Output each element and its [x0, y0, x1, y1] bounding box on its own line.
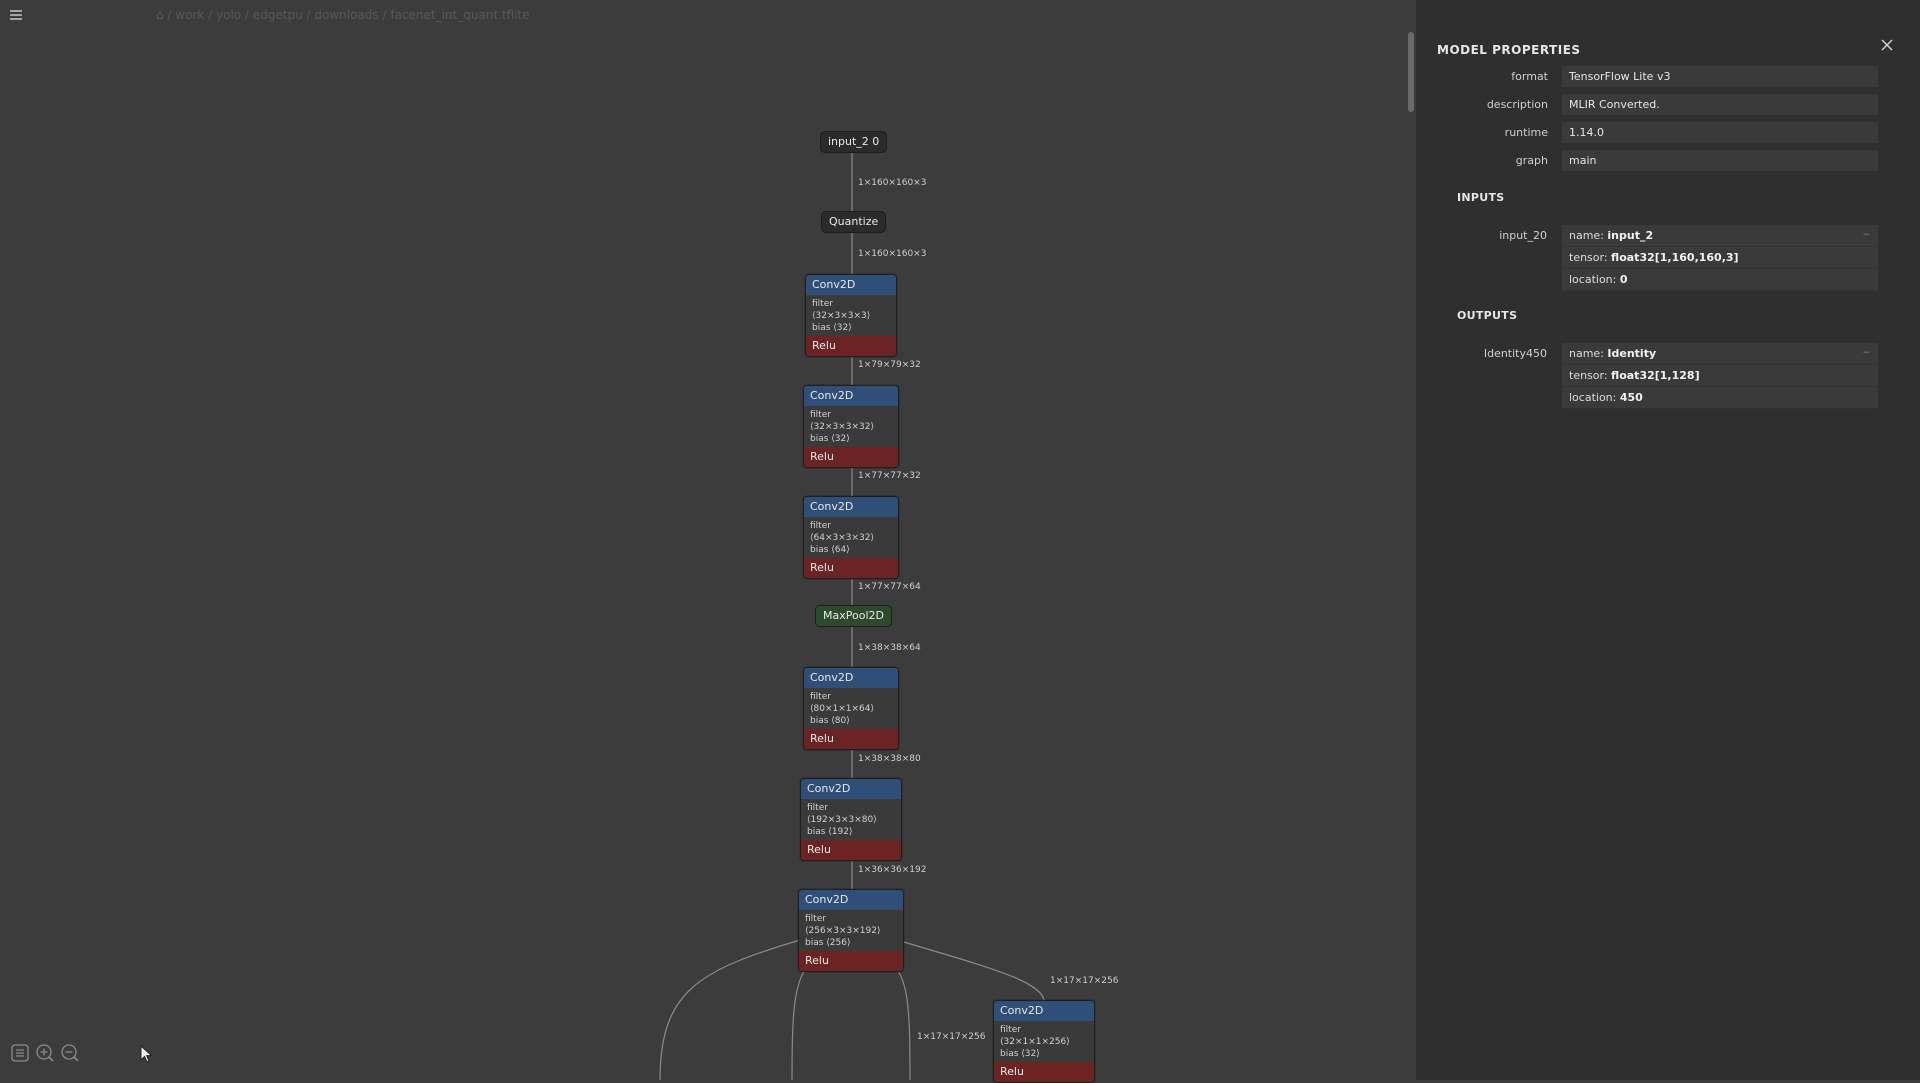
- hamburger-menu-icon[interactable]: [8, 7, 24, 23]
- edge-label: 1×77×77×64: [858, 582, 921, 592]
- model-properties-sidebar: MODEL PROPERTIES: [1416, 0, 1920, 1080]
- node-filter: filter ⟨32×1×1×256⟩: [1000, 1025, 1070, 1047]
- node-bias: bias ⟨32⟩: [810, 434, 850, 444]
- property-key: graph: [1515, 154, 1548, 167]
- node-conv2d[interactable]: Conv2D filter ⟨192×3×3×80⟩ bias ⟨192⟩ Re…: [800, 778, 902, 861]
- input-argument[interactable]: name: input_2 − tensor: float32[1,160,16…: [1562, 225, 1878, 291]
- arg-tensor-label: tensor:: [1569, 251, 1612, 264]
- node-conv2d[interactable]: Conv2D filter ⟨256×3×3×192⟩ bias ⟨256⟩ R…: [798, 889, 904, 972]
- node-filter: filter ⟨80×1×1×64⟩: [810, 692, 875, 714]
- node-bias: bias ⟨80⟩: [810, 716, 850, 726]
- arg-location-value: 0: [1619, 273, 1628, 286]
- property-value[interactable]: MLIR Converted.: [1562, 94, 1878, 115]
- edge-label: 1×160×160×3: [858, 178, 927, 188]
- node-bias: bias ⟨32⟩: [812, 323, 852, 333]
- node-filter: filter ⟨32×3×3×32⟩: [810, 410, 875, 432]
- output-key: Identity450: [1483, 347, 1547, 360]
- property-key: description: [1486, 98, 1548, 111]
- node-filter: filter ⟨256×3×3×192⟩: [805, 914, 881, 936]
- node-activation: Relu: [804, 447, 898, 467]
- property-key: runtime: [1504, 126, 1548, 139]
- node-bias: bias ⟨256⟩: [805, 938, 851, 948]
- file-path-title: ⌂ / work / yolo / edgetpu / downloads / …: [156, 8, 530, 22]
- node-conv2d[interactable]: Conv2D filter ⟨32×3×3×3⟩ bias ⟨32⟩ Relu: [805, 274, 897, 357]
- node-op-label: Conv2D: [806, 275, 896, 295]
- graph-toolbar: [10, 1043, 80, 1065]
- node-activation: Relu: [994, 1062, 1094, 1082]
- node-conv2d[interactable]: Conv2D filter ⟨32×1×1×256⟩ bias ⟨32⟩ Rel…: [993, 1000, 1095, 1083]
- collapse-icon[interactable]: −: [1862, 230, 1870, 240]
- sidebar-title: MODEL PROPERTIES: [1437, 43, 1581, 57]
- mouse-cursor-icon: [140, 1044, 153, 1063]
- node-maxpool-label: MaxPool2D: [823, 609, 884, 622]
- graph-scrollbar[interactable]: [1408, 32, 1414, 112]
- node-conv2d[interactable]: Conv2D filter ⟨64×3×3×32⟩ bias ⟨64⟩ Relu: [803, 496, 899, 579]
- node-input-label: input_2 0: [828, 135, 880, 148]
- edge-label: 1×79×79×32: [858, 360, 921, 370]
- node-filter: filter ⟨32×3×3×3⟩: [812, 299, 871, 321]
- edge-label: 1×77×77×32: [858, 471, 921, 481]
- node-activation: Relu: [799, 951, 903, 971]
- arg-name-label: name:: [1569, 347, 1608, 360]
- graph-canvas[interactable]: ⌂ / work / yolo / edgetpu / downloads / …: [0, 0, 1416, 1083]
- node-quantize[interactable]: Quantize: [821, 211, 887, 233]
- edge-label: 1×38×38×64: [858, 643, 921, 653]
- node-quantize-label: Quantize: [829, 215, 879, 228]
- arg-location-value: 450: [1619, 391, 1643, 404]
- collapse-icon[interactable]: −: [1862, 348, 1870, 358]
- node-bias: bias ⟨32⟩: [1000, 1049, 1040, 1059]
- property-row-graph: graph main: [1416, 150, 1920, 172]
- node-conv2d[interactable]: Conv2D filter ⟨32×3×3×32⟩ bias ⟨32⟩ Relu: [803, 385, 899, 468]
- arg-location-label: location:: [1569, 273, 1620, 286]
- node-op-label: Conv2D: [804, 497, 898, 517]
- node-activation: Relu: [804, 558, 898, 578]
- edge-label: 1×17×17×256: [917, 1032, 986, 1042]
- edge-label: 1×160×160×3: [858, 249, 927, 259]
- close-icon[interactable]: [1880, 38, 1894, 52]
- node-op-label: Conv2D: [804, 386, 898, 406]
- arg-location-label: location:: [1569, 391, 1620, 404]
- node-op-label: Conv2D: [804, 668, 898, 688]
- node-op-label: Conv2D: [801, 779, 901, 799]
- node-bias: bias ⟨192⟩: [807, 827, 853, 837]
- input-key: input_20: [1499, 229, 1547, 242]
- property-row-description: description MLIR Converted.: [1416, 94, 1920, 116]
- node-op-label: Conv2D: [799, 890, 903, 910]
- property-value[interactable]: TensorFlow Lite v3: [1562, 66, 1878, 87]
- edge-label: 1×36×36×192: [858, 865, 927, 875]
- node-activation: Relu: [806, 336, 896, 356]
- outputs-header: OUTPUTS: [1457, 309, 1518, 322]
- property-key: format: [1511, 70, 1548, 83]
- property-row-runtime: runtime 1.14.0: [1416, 122, 1920, 144]
- property-value[interactable]: main: [1562, 150, 1878, 171]
- zoom-in-icon[interactable]: [35, 1043, 55, 1063]
- node-activation: Relu: [801, 840, 901, 860]
- node-activation: Relu: [804, 729, 898, 749]
- edge-label: 1×17×17×256: [1050, 976, 1119, 986]
- sidebar-toggle-icon[interactable]: [10, 1043, 30, 1063]
- arg-tensor-value: float32[1,160,160,3]: [1611, 251, 1739, 264]
- node-input[interactable]: input_2 0: [820, 131, 888, 153]
- property-row-format: format TensorFlow Lite v3: [1416, 66, 1920, 88]
- node-filter: filter ⟨192×3×3×80⟩: [807, 803, 877, 825]
- arg-name-label: name:: [1569, 229, 1608, 242]
- arg-tensor-value: float32[1,128]: [1611, 369, 1700, 382]
- edge-label: 1×38×38×80: [858, 754, 921, 764]
- graph-edges: [659, 152, 1045, 1080]
- node-conv2d[interactable]: Conv2D filter ⟨80×1×1×64⟩ bias ⟨80⟩ Relu: [803, 667, 899, 750]
- zoom-out-icon[interactable]: [60, 1043, 80, 1063]
- arg-tensor-label: tensor:: [1569, 369, 1612, 382]
- node-maxpool2d[interactable]: MaxPool2D: [815, 605, 892, 627]
- inputs-header: INPUTS: [1457, 191, 1505, 204]
- node-op-label: Conv2D: [994, 1001, 1094, 1021]
- arg-name-value: input_2: [1607, 229, 1654, 242]
- output-argument[interactable]: name: Identity − tensor: float32[1,128] …: [1562, 343, 1878, 409]
- arg-name-value: Identity: [1607, 347, 1657, 360]
- node-bias: bias ⟨64⟩: [810, 545, 850, 555]
- node-filter: filter ⟨64×3×3×32⟩: [810, 521, 875, 543]
- property-value[interactable]: 1.14.0: [1562, 122, 1878, 143]
